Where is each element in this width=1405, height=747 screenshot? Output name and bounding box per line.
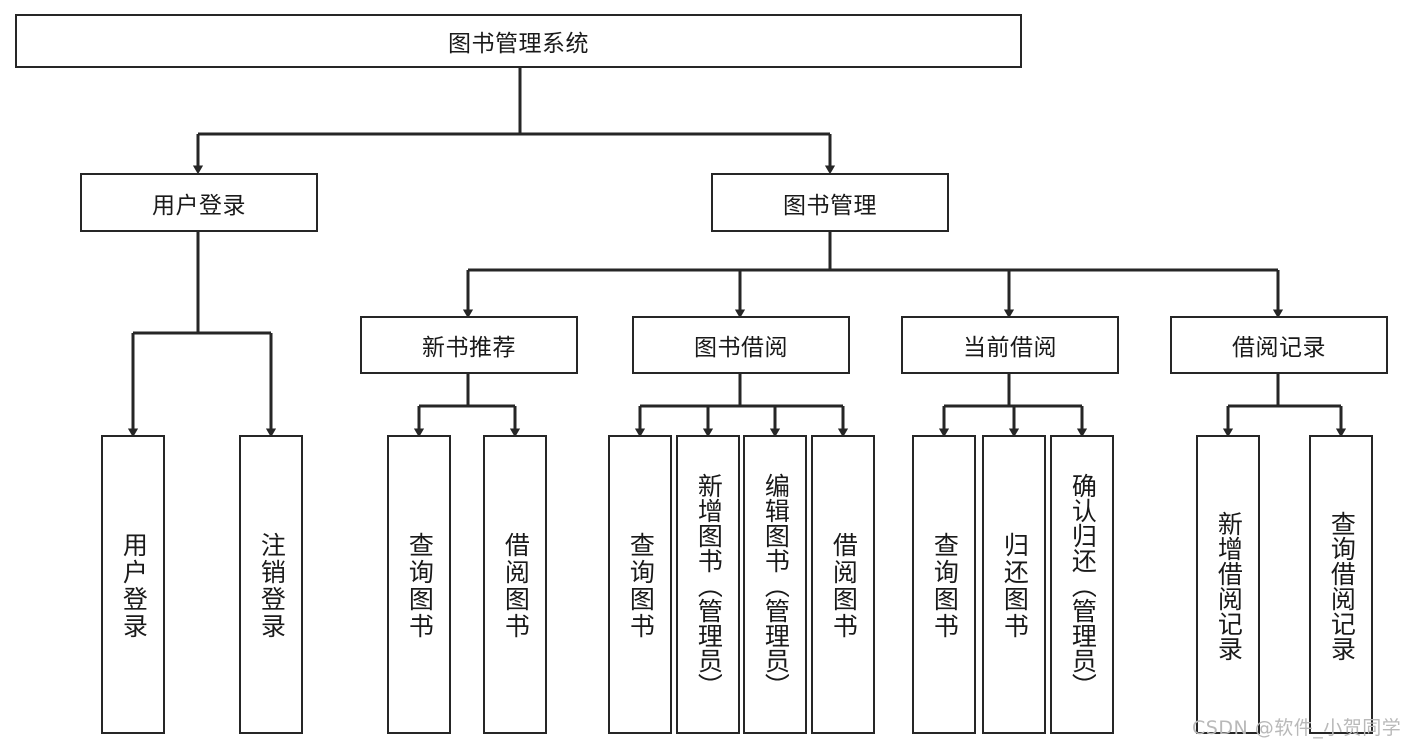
node-borrow-record[interactable]: 借阅记录 — [1170, 316, 1388, 374]
node-book-borrow[interactable]: 图书借阅 — [632, 316, 850, 374]
node-label: 查询图书 — [930, 531, 959, 640]
node-label: 查询图书 — [626, 531, 655, 640]
node-label: 新增借阅记录 — [1214, 510, 1243, 661]
node-new-book-recommend[interactable]: 新书推荐 — [360, 316, 578, 374]
node-label: 借阅图书 — [829, 531, 858, 640]
node-root-图书管理系统[interactable]: 图书管理系统 — [15, 14, 1022, 68]
leaf-borrow-book-2[interactable]: 借阅图书 — [811, 435, 875, 734]
leaf-query-book-1[interactable]: 查询图书 — [387, 435, 451, 734]
node-label: 新增图书（管理员） — [694, 473, 723, 698]
node-user-login[interactable]: 用户登录 — [80, 173, 318, 232]
node-label: 图书借阅 — [694, 335, 788, 361]
leaf-query-book-3[interactable]: 查询图书 — [912, 435, 976, 734]
node-label: 当前借阅 — [963, 335, 1057, 361]
node-label: 借阅图书 — [501, 531, 530, 640]
node-label: 新书推荐 — [422, 335, 516, 361]
node-label: 图书管理系统 — [448, 31, 589, 57]
leaf-borrow-book-1[interactable]: 借阅图书 — [483, 435, 547, 734]
node-label: 查询借阅记录 — [1327, 510, 1356, 661]
node-book-management[interactable]: 图书管理 — [711, 173, 949, 232]
node-label: 图书管理 — [783, 192, 877, 219]
csdn-watermark: CSDN @软件_小贺同学 — [1192, 717, 1402, 739]
leaf-return-book[interactable]: 归还图书 — [982, 435, 1046, 734]
node-current-borrow[interactable]: 当前借阅 — [901, 316, 1119, 374]
leaf-edit-book[interactable]: 编辑图书（管理员） — [743, 435, 807, 734]
node-label: 借阅记录 — [1232, 335, 1326, 361]
node-label: 查询图书 — [405, 531, 434, 640]
leaf-user-logout[interactable]: 注销登录 — [239, 435, 303, 734]
leaf-query-book-2[interactable]: 查询图书 — [608, 435, 672, 734]
leaf-user-login[interactable]: 用户登录 — [101, 435, 165, 734]
node-label: 编辑图书（管理员） — [761, 473, 790, 698]
node-label: 归还图书 — [1000, 531, 1029, 640]
leaf-add-record[interactable]: 新增借阅记录 — [1196, 435, 1260, 734]
node-label: 用户登录 — [119, 531, 148, 640]
node-label: 确认归还（管理员） — [1068, 473, 1097, 698]
leaf-add-book[interactable]: 新增图书（管理员） — [676, 435, 740, 734]
node-label: 用户登录 — [152, 192, 246, 219]
leaf-query-record[interactable]: 查询借阅记录 — [1309, 435, 1373, 734]
node-label: 注销登录 — [257, 531, 286, 640]
leaf-confirm-return[interactable]: 确认归还（管理员） — [1050, 435, 1114, 734]
